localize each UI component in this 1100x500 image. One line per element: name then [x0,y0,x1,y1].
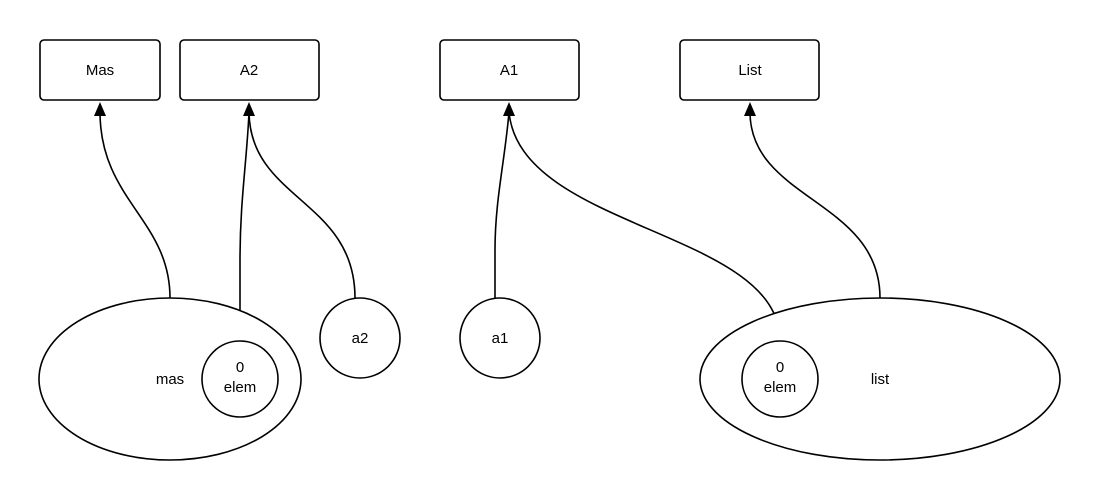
object-mas-elem-index: 0 [236,359,244,376]
object-a2[interactable]: a2 [319,297,401,379]
object-a1-label: a1 [492,330,509,347]
object-a2-label: a2 [352,330,369,347]
class-box-list-frame [679,39,820,101]
object-list-elem-index: 0 [776,359,784,376]
class-box-a2-label: A2 [240,62,258,79]
object-mas-label: mas [156,371,184,388]
arrowhead-class-list [744,102,756,116]
class-box-mas-frame [39,39,161,101]
object-list-ellipse [699,297,1061,461]
arrowhead-class-a1 [503,102,515,116]
class-box-list[interactable]: List [679,39,820,101]
edge-list-to-class-list [749,111,881,299]
class-box-a1-frame [439,39,580,101]
class-box-a1-label: A1 [500,62,518,79]
object-mas-elem-name: elem [224,379,257,396]
object-list-elem-circle [741,340,819,418]
edge-mas-elem-to-class-a2 [239,111,250,341]
object-mas[interactable]: mas [38,297,302,461]
object-list-elem-name: elem [764,379,797,396]
class-box-a2[interactable]: A2 [179,39,320,101]
object-a2-circle [319,297,401,379]
class-box-a2-frame [179,39,320,101]
arrowheads [94,102,756,116]
object-a1[interactable]: a1 [459,297,541,379]
class-box-a1[interactable]: A1 [439,39,580,101]
edge-a1-to-class-a1 [494,111,510,298]
class-box-list-label: List [738,62,762,79]
class-box-mas[interactable]: Mas [39,39,161,101]
edge-a2-to-class-a2 [248,111,356,299]
object-list[interactable]: list [699,297,1061,461]
object-mas-elem[interactable]: 0 elem [201,340,279,418]
object-mas-elem-circle [201,340,279,418]
class-box-mas-label: Mas [86,62,114,79]
edges [99,111,881,342]
object-list-label: list [871,371,890,388]
arrowhead-class-a2 [243,102,255,116]
edge-mas-to-class-mas [99,111,171,299]
object-list-elem[interactable]: 0 elem [741,340,819,418]
object-mas-ellipse [38,297,302,461]
arrowhead-class-mas [94,102,106,116]
object-a1-circle [459,297,541,379]
edge-list-elem-to-class-a1 [508,111,781,342]
